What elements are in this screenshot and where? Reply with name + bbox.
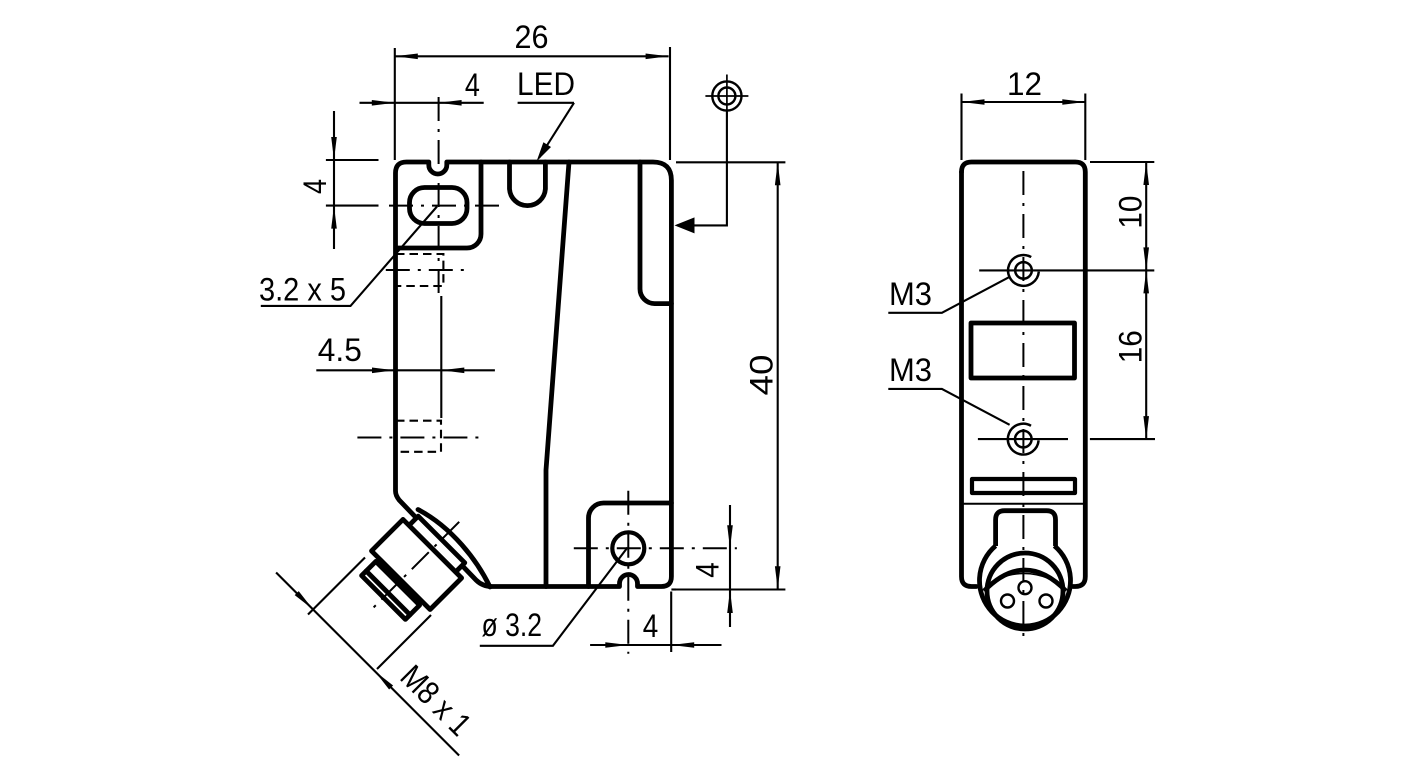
svg-text:4.5: 4.5 bbox=[318, 332, 362, 368]
svg-text:ø 3.2: ø 3.2 bbox=[482, 607, 543, 643]
svg-text:LED: LED bbox=[517, 66, 575, 102]
svg-text:26: 26 bbox=[515, 19, 549, 55]
svg-text:10: 10 bbox=[1113, 196, 1149, 229]
svg-text:M3: M3 bbox=[889, 276, 932, 312]
svg-text:4: 4 bbox=[643, 608, 659, 644]
svg-text:16: 16 bbox=[1113, 330, 1149, 363]
svg-text:4: 4 bbox=[297, 179, 333, 194]
svg-text:3.2 x 5: 3.2 x 5 bbox=[259, 272, 346, 308]
svg-text:M3: M3 bbox=[889, 352, 932, 388]
svg-text:40: 40 bbox=[744, 355, 780, 396]
svg-text:4: 4 bbox=[465, 67, 480, 103]
svg-text:12: 12 bbox=[1007, 66, 1042, 102]
svg-text:4: 4 bbox=[690, 562, 726, 578]
